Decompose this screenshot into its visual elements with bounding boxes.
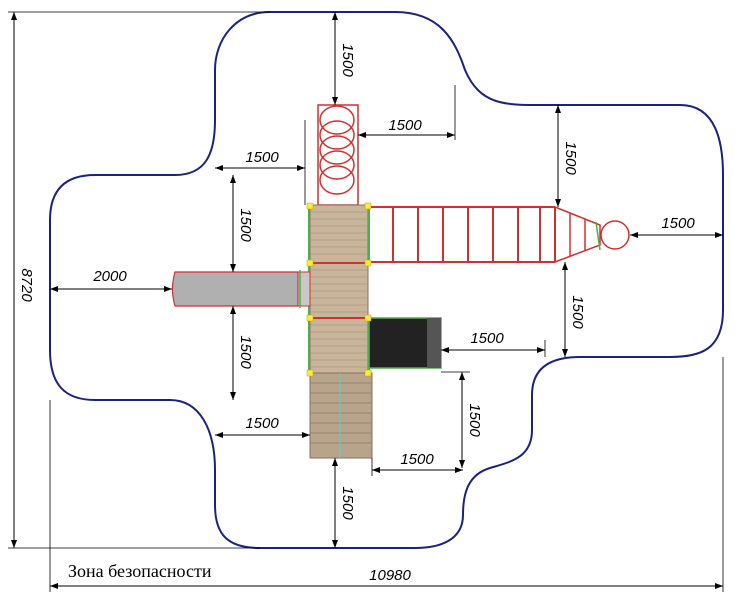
label-top-right-horizontal: 1500	[388, 117, 422, 134]
safety-zone-outline	[49, 11, 724, 549]
middle-deck	[309, 262, 369, 319]
label-slide-clearance: 2000	[92, 268, 127, 285]
safety-zone-caption: Зона безопасности	[68, 561, 212, 581]
tunnel-rings	[317, 104, 359, 206]
posts	[306, 202, 372, 377]
overall-width-label: 10980	[369, 567, 411, 584]
slide	[171, 270, 311, 308]
ladder-bridge	[368, 206, 556, 263]
label-left-vertical-lower: 1500	[237, 335, 254, 369]
lower-deck	[309, 317, 369, 374]
label-right-bottom-vertical: 1500	[466, 403, 483, 437]
label-top-clearance: 1500	[339, 43, 356, 77]
label-right-vertical-upper: 1500	[562, 141, 579, 175]
label-right-end-horizontal: 1500	[661, 215, 695, 232]
overall-height-label: 8720	[18, 268, 35, 302]
cone-end	[554, 205, 630, 264]
label-left-upper-horizontal: 1500	[245, 149, 279, 166]
clearance-lines	[50, 12, 723, 548]
label-right-vertical-lower: 1500	[569, 295, 586, 329]
label-bottom-clearance: 1500	[339, 486, 356, 520]
playground-equipment	[171, 104, 630, 459]
arrowheads	[11, 12, 723, 589]
label-left-lower-horizontal: 1500	[245, 415, 279, 432]
label-bottom-right-horizontal: 1500	[400, 451, 434, 468]
stairs	[309, 372, 373, 459]
label-right-middle-horizontal: 1500	[470, 330, 504, 347]
label-left-vertical-upper: 1500	[237, 208, 254, 242]
overall-dimensions	[8, 11, 724, 592]
